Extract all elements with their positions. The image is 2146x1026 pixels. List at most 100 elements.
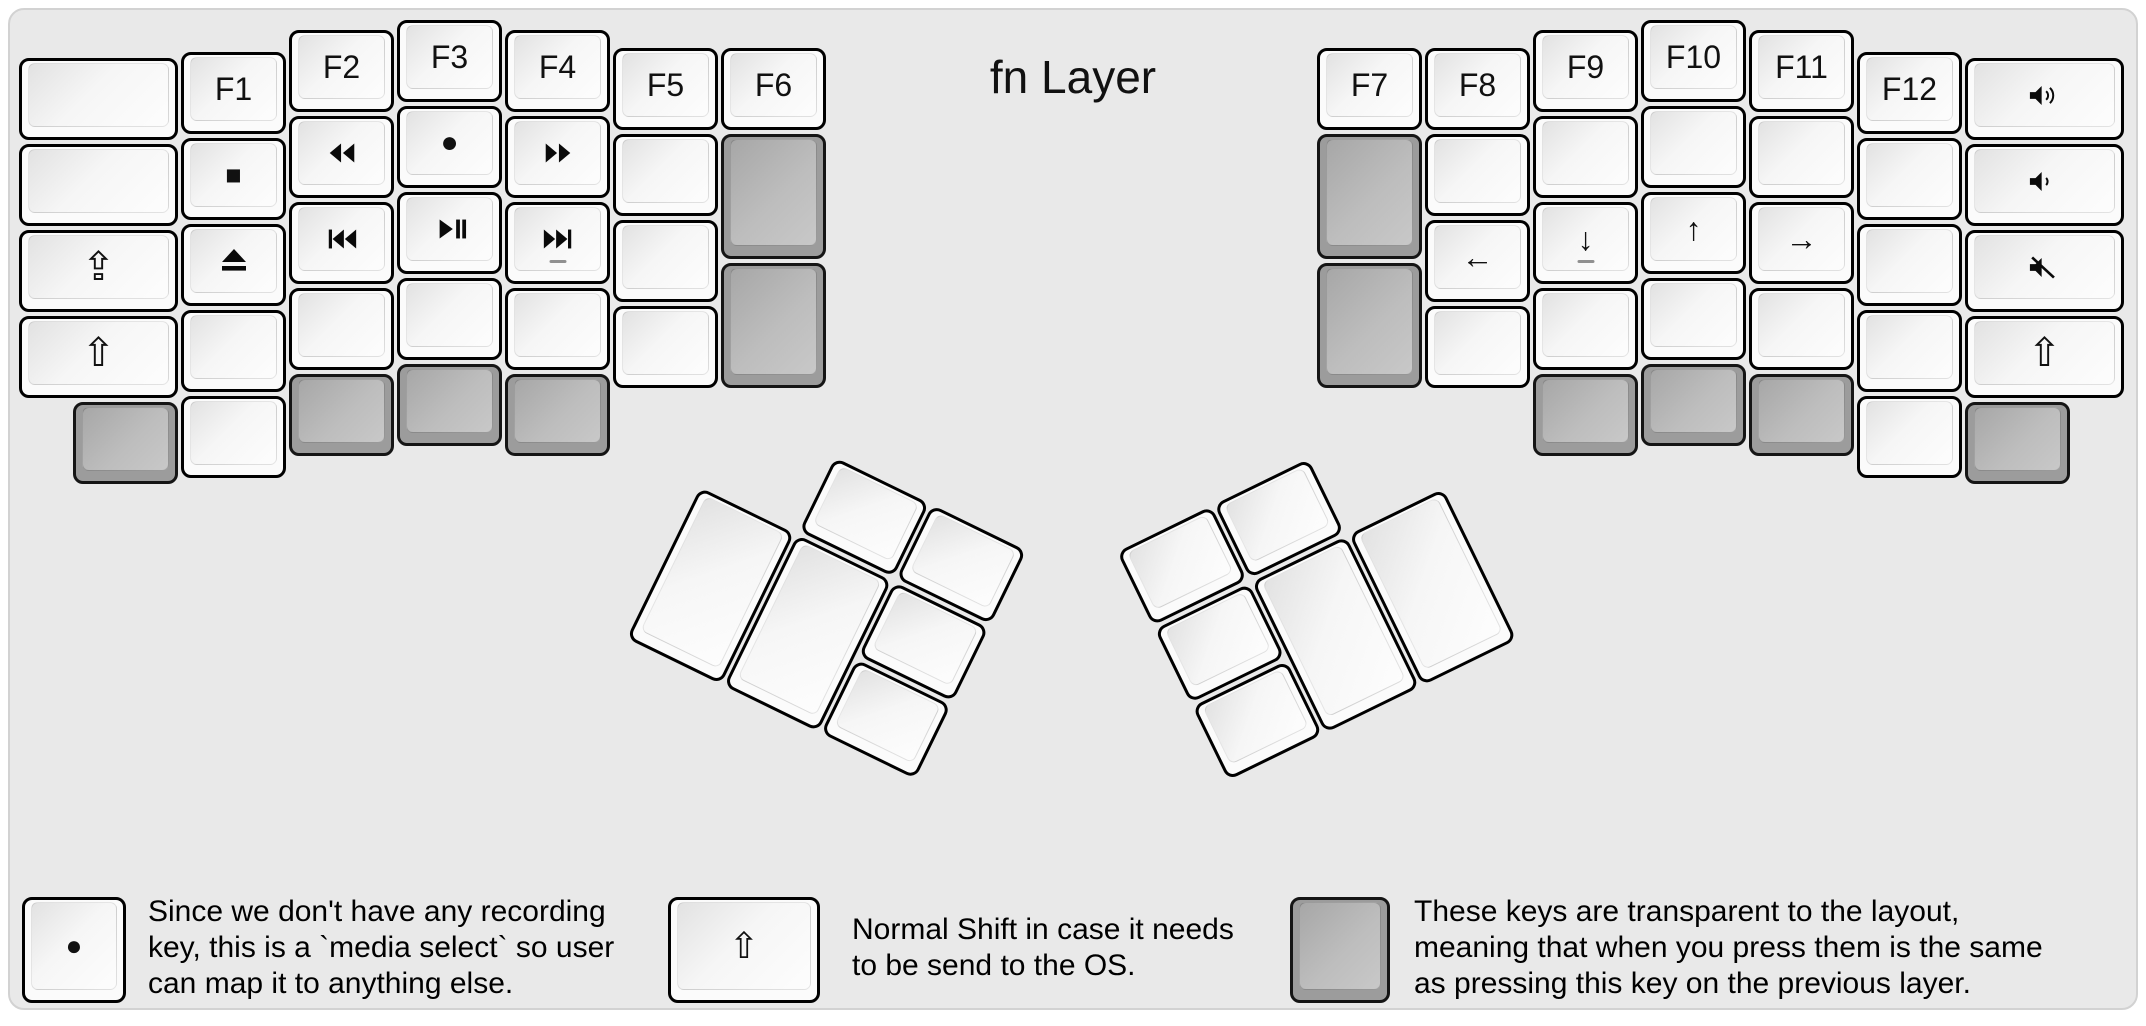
key-f4[interactable]: F4: [505, 30, 610, 112]
key-blank[interactable]: [1749, 116, 1854, 198]
key-transparent[interactable]: [1749, 374, 1854, 456]
key-blank[interactable]: [613, 134, 718, 216]
key-stop[interactable]: ■: [181, 138, 286, 220]
keycap-surface: [730, 139, 817, 246]
key-caps-lock-glyph: ⇪: [81, 245, 116, 289]
keycap-surface: F11: [1758, 35, 1845, 99]
key-f9[interactable]: F9: [1533, 30, 1638, 112]
key-up-arrow[interactable]: ↑: [1641, 192, 1746, 274]
keycap-surface: F10: [1650, 25, 1737, 89]
keycap-surface: ↑: [1650, 197, 1737, 261]
key-blank[interactable]: [505, 288, 610, 370]
key-blank[interactable]: [181, 396, 286, 478]
key-blank[interactable]: [1857, 138, 1962, 220]
keycap-surface: F5: [622, 53, 709, 117]
key-f12[interactable]: F12: [1857, 52, 1962, 134]
key-blank[interactable]: [19, 144, 178, 226]
key-transparent[interactable]: [1533, 374, 1638, 456]
key-blank[interactable]: [19, 58, 178, 140]
key-blank[interactable]: [1857, 310, 1962, 392]
keycap-surface: [1758, 379, 1845, 443]
key-down-arrow[interactable]: ↓: [1533, 202, 1638, 284]
keycap-surface: [190, 229, 277, 293]
mute-icon: [2026, 254, 2064, 281]
volume-up-icon: [2026, 82, 2064, 109]
key-eject[interactable]: [181, 224, 286, 306]
key-blank[interactable]: [181, 310, 286, 392]
key-blank[interactable]: [1533, 288, 1638, 370]
key-f11[interactable]: F11: [1749, 30, 1854, 112]
key-transparent[interactable]: [505, 374, 610, 456]
key-shift-right-glyph: ⇧: [2027, 331, 2062, 375]
key-blank[interactable]: [1749, 288, 1854, 370]
keycap-surface: [28, 149, 169, 213]
key-blank[interactable]: [1533, 116, 1638, 198]
key-transparent[interactable]: [1317, 263, 1422, 388]
key-rewind[interactable]: [289, 116, 394, 198]
keycap-surface: [298, 379, 385, 443]
legend-line: key, this is a `media select` so user: [148, 931, 615, 964]
key-blank[interactable]: [1641, 106, 1746, 188]
keycap-surface: [406, 197, 493, 261]
key-f3[interactable]: F3: [397, 20, 502, 102]
key-blank[interactable]: [289, 288, 394, 370]
play-pause-icon: [433, 217, 467, 241]
key-f10-label: F10: [1665, 38, 1722, 75]
keycap-surface: ●: [31, 902, 117, 990]
key-right-arrow[interactable]: →: [1749, 202, 1854, 284]
keycap-surface: [730, 268, 817, 375]
key-record[interactable]: ●: [397, 106, 502, 188]
key-volume-down[interactable]: [1965, 144, 2124, 226]
key-f8-label: F8: [1458, 66, 1497, 103]
next-track-icon: [541, 227, 575, 251]
key-f1[interactable]: F1: [181, 52, 286, 134]
key-transparent[interactable]: [73, 402, 178, 484]
key-transparent[interactable]: [1965, 402, 2070, 484]
key-f4-label: F4: [538, 48, 577, 85]
key-f2[interactable]: F2: [289, 30, 394, 112]
key-stop-glyph: ■: [225, 159, 242, 190]
key-transparent[interactable]: [1641, 364, 1746, 446]
key-transparent[interactable]: [721, 263, 826, 388]
key-transparent[interactable]: [397, 364, 502, 446]
key-play-pause[interactable]: [397, 192, 502, 274]
key-volume-up[interactable]: [1965, 58, 2124, 140]
key-blank[interactable]: [1857, 224, 1962, 306]
key-f6[interactable]: F6: [721, 48, 826, 130]
key-transparent[interactable]: [721, 134, 826, 259]
key-blank[interactable]: [1425, 134, 1530, 216]
key-caps-lock[interactable]: ⇪: [19, 230, 178, 312]
key-f1-label: F1: [214, 70, 253, 107]
key-blank[interactable]: [1425, 306, 1530, 388]
key-prev-track[interactable]: [289, 202, 394, 284]
keycap-surface: [1650, 111, 1737, 175]
key-next-track[interactable]: [505, 202, 610, 284]
key-blank[interactable]: [613, 220, 718, 302]
keycap-surface: [622, 225, 709, 289]
key-f8[interactable]: F8: [1425, 48, 1530, 130]
key-f10[interactable]: F10: [1641, 20, 1746, 102]
keycap-surface: F12: [1866, 57, 1953, 121]
key-blank[interactable]: [1641, 278, 1746, 360]
key-left-arrow[interactable]: ←: [1425, 220, 1530, 302]
key-transparent[interactable]: [1317, 134, 1422, 259]
legend-line: Since we don't have any recording: [148, 895, 606, 928]
key-shift-right[interactable]: ⇧: [1965, 316, 2124, 398]
key-transparent[interactable]: [289, 374, 394, 456]
keycap-surface: F9: [1542, 35, 1629, 99]
legend-line: to be send to the OS.: [852, 949, 1136, 982]
key-f7[interactable]: F7: [1317, 48, 1422, 130]
eject-icon: [219, 248, 249, 274]
homing-mark: [1577, 259, 1594, 263]
legend-line: as pressing this key on the previous lay…: [1414, 967, 1971, 1000]
keycap-surface: [622, 311, 709, 375]
key-f5[interactable]: F5: [613, 48, 718, 130]
key-blank[interactable]: [1857, 396, 1962, 478]
key-blank[interactable]: [397, 278, 502, 360]
key-fast-forward[interactable]: [505, 116, 610, 198]
key-shift-left[interactable]: ⇧: [19, 316, 178, 398]
key-mute[interactable]: [1965, 230, 2124, 312]
key-f6-label: F6: [754, 66, 793, 103]
key-blank[interactable]: [613, 306, 718, 388]
